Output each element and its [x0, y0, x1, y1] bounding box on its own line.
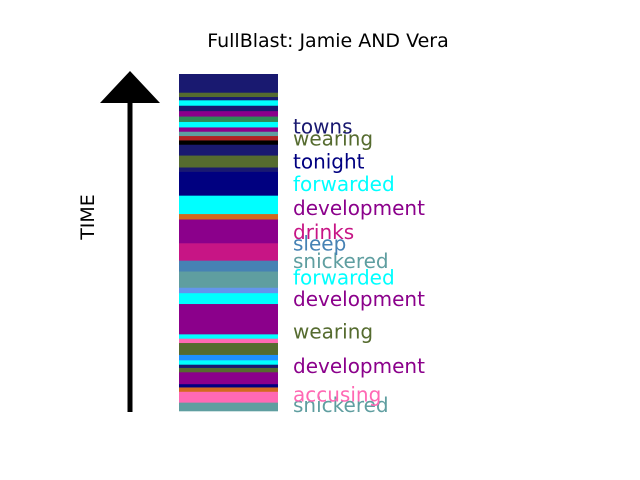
word-label: forwarded	[293, 265, 395, 289]
timeline-segment	[179, 354, 278, 361]
timeline-segment	[179, 127, 278, 132]
word-label: development	[293, 354, 425, 378]
timeline-segment	[179, 105, 278, 112]
timeline-bar	[179, 74, 278, 412]
timeline-segment	[179, 195, 278, 215]
timeline-segment	[179, 100, 278, 106]
timeline-segment	[179, 144, 278, 156]
word-labels: snickeredaccusingdevelopmentwearingdevel…	[293, 115, 425, 417]
timeline-segment	[179, 140, 278, 145]
timeline-segment	[179, 213, 278, 220]
timeline-segment	[179, 260, 278, 272]
timeline-segment	[179, 383, 278, 388]
word-label: sleep	[293, 232, 346, 256]
timeline-segment	[179, 338, 278, 344]
word-label: tonight	[293, 149, 365, 173]
timeline-segment	[179, 155, 278, 168]
time-arrowhead-icon	[100, 71, 160, 103]
timeline-segment	[179, 287, 278, 294]
timeline-segment	[179, 402, 278, 412]
timeline-segment	[179, 375, 278, 385]
timeline-segment	[179, 334, 278, 339]
timeline-segment	[179, 292, 278, 305]
timeline-segment	[179, 342, 278, 355]
timeline-segment	[179, 92, 278, 98]
timeline-segment	[179, 243, 278, 261]
word-label: wearing	[293, 127, 373, 151]
timeline-segment	[179, 387, 278, 392]
word-label: towns	[293, 115, 353, 139]
timeline-segment	[179, 74, 278, 93]
timeline-segment	[179, 96, 278, 101]
timeline-segment	[179, 171, 278, 196]
timeline-segment	[179, 121, 278, 128]
word-label: development	[293, 196, 425, 220]
word-label: drinks	[293, 220, 354, 244]
word-label: wearing	[293, 319, 373, 343]
timeline-segment	[179, 219, 278, 244]
timeline-segment	[179, 303, 278, 335]
timeline-segment	[179, 131, 278, 137]
timeline-segment	[179, 271, 278, 288]
timeline-segment	[179, 364, 278, 368]
timeline-segment	[179, 391, 278, 403]
timeline-segment	[179, 360, 278, 365]
timeline-segment	[179, 371, 278, 376]
word-label: forwarded	[293, 172, 395, 196]
timeline-segment	[179, 367, 278, 373]
timeline-segment	[179, 167, 278, 172]
word-label: development	[293, 287, 425, 311]
word-label: snickered	[293, 249, 389, 273]
word-label: snickered	[293, 393, 389, 417]
timeline-segment	[179, 116, 278, 122]
word-label: accusing	[293, 382, 381, 406]
chart-title: FullBlast: Jamie AND Vera	[207, 30, 449, 52]
timeline-segment	[179, 135, 278, 141]
timeline-segment	[179, 110, 278, 117]
